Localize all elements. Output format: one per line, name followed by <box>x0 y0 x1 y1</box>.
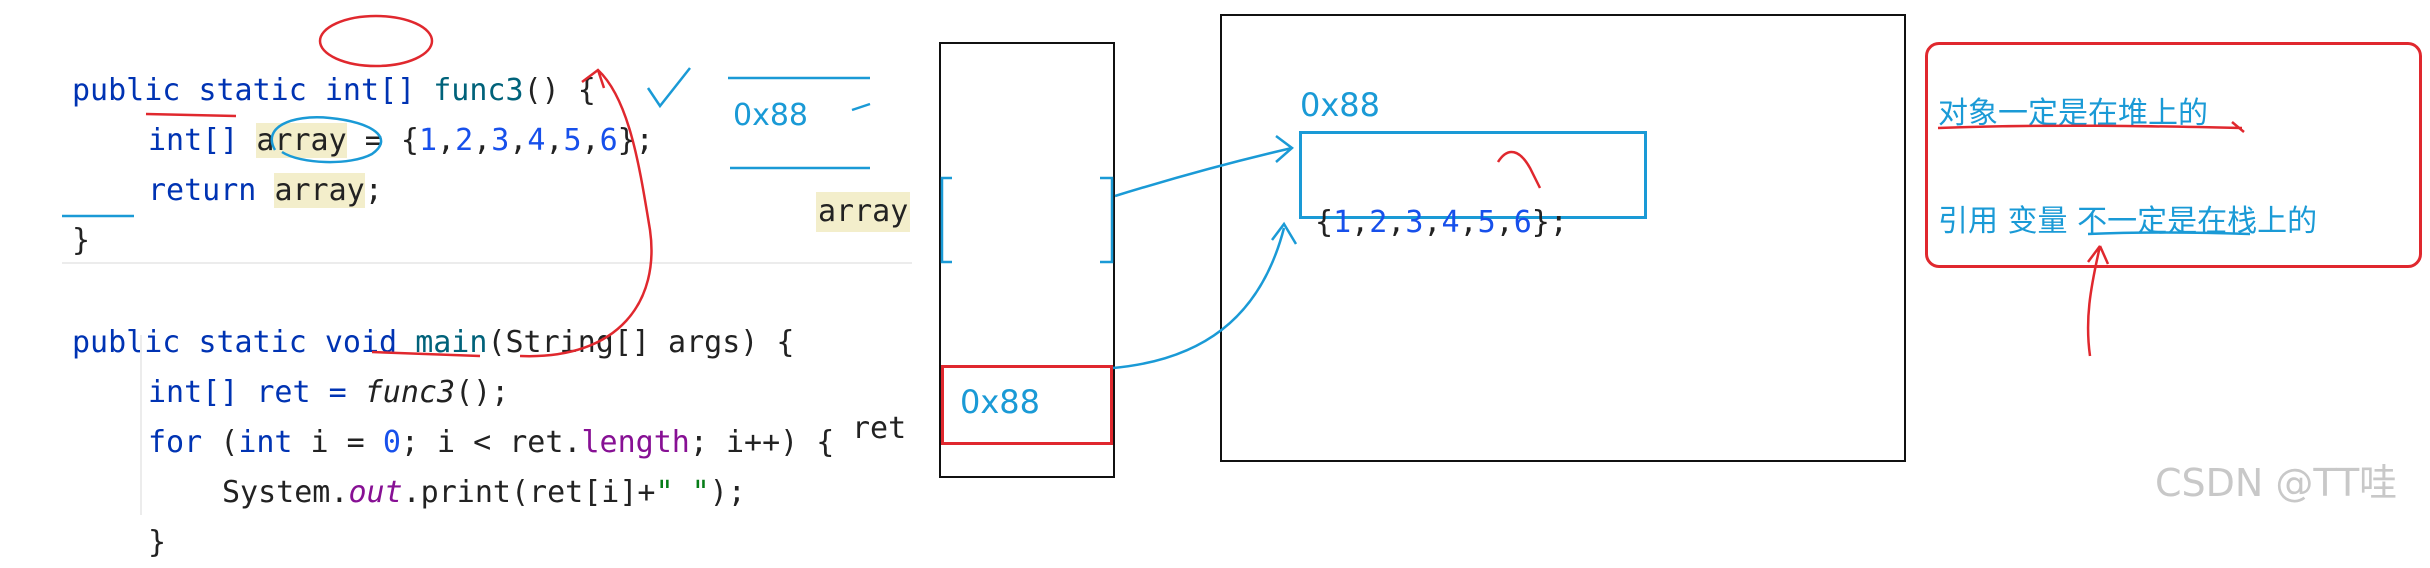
red-underline-func3 <box>371 350 481 358</box>
sys-part: .print(ret[i]+ <box>402 475 656 510</box>
red-return-curve <box>519 68 653 358</box>
blue-bracket-left <box>940 176 952 264</box>
code-for: for (int i = 0; i < ret.length; i++) { <box>148 368 834 468</box>
arr-val: 6 <box>599 123 618 158</box>
watermark: CSDN @TT哇 <box>2155 461 2398 505</box>
notes-box <box>1925 42 2422 268</box>
heap-area <box>1220 14 1906 462</box>
for-part: ; i++) { <box>689 425 835 460</box>
array-type: int[] <box>148 123 239 158</box>
code-return: return array; <box>148 116 383 216</box>
array-label: array <box>816 192 911 232</box>
arr-val: 3 <box>491 123 510 158</box>
addr-label-left: 0x88 <box>733 98 809 133</box>
heap-close: }; <box>1531 205 1568 240</box>
for-zero: 0 <box>382 425 401 460</box>
code-ret-decl: int[] ret = func3(); <box>148 318 509 418</box>
blue-circle-return <box>270 116 383 164</box>
kw-public: public <box>72 73 181 108</box>
code-divider-vert <box>140 335 142 515</box>
blue-arrow-array <box>1114 146 1293 198</box>
main-params: (String[] args) { <box>487 325 795 360</box>
ret-label: ret <box>852 411 907 446</box>
for-part: ; i < ret. <box>400 425 582 460</box>
return-semi: ; <box>364 173 383 208</box>
heap-val: 3 <box>1405 205 1424 240</box>
call-end: (); <box>455 375 510 410</box>
arr-val: 2 <box>455 123 474 158</box>
brace: } <box>72 223 91 258</box>
arr-val: 4 <box>527 123 546 158</box>
red-tick-note1 <box>2231 121 2245 133</box>
arr-val: 5 <box>563 123 582 158</box>
space-string: " " <box>655 475 710 510</box>
kw-public: public <box>72 325 181 360</box>
heap-val: 5 <box>1477 205 1496 240</box>
code-array-decl: int[] array = {1,2,3,4,5,6}; <box>148 123 654 158</box>
kw-return: return <box>148 173 257 208</box>
blue-tick <box>851 102 871 112</box>
brace: } <box>148 525 167 560</box>
code-close-func3: } <box>72 166 90 266</box>
ret-decl: int[] ret = <box>148 375 365 410</box>
return-var: array <box>274 173 365 208</box>
code-divider <box>62 262 912 264</box>
note-ref: 引用 <box>1938 204 1998 239</box>
red-underline-int <box>145 112 237 118</box>
blue-arrowhead-ret <box>1271 221 1298 245</box>
out-field: out <box>348 475 403 510</box>
note-var: 变量 <box>2007 204 2068 239</box>
heap-array-content: {1,2,3,4,5,6}; <box>1315 205 1568 240</box>
stack-addr: 0x88 <box>960 383 1041 421</box>
kw-static: static <box>198 325 307 360</box>
code-func3-signature: public static int[] func3() { <box>72 16 596 116</box>
arr-val: 1 <box>418 123 437 158</box>
heap-val: 4 <box>1441 205 1460 240</box>
code-print: System.out.print(ret[i]+" "); <box>222 418 746 518</box>
sys-part: ); <box>709 475 746 510</box>
length-field: length <box>581 425 690 460</box>
stack-slot-ret <box>941 365 1113 445</box>
blue-check <box>646 67 691 109</box>
heap-object <box>1299 131 1647 219</box>
heap-val: 1 <box>1333 205 1352 240</box>
heap-val: 2 <box>1369 205 1388 240</box>
red-arrow-note2 <box>2086 245 2110 357</box>
blue-arrow-ret <box>1112 227 1286 370</box>
blue-underline-note2 <box>2087 231 2251 236</box>
heap-addr: 0x88 <box>1300 86 1381 124</box>
annotation-layer <box>62 14 2251 370</box>
kw-for: for <box>148 425 203 460</box>
return-type: int[] <box>324 73 416 108</box>
for-part: ( <box>202 425 239 460</box>
heap-val: 6 <box>1513 205 1532 240</box>
red-underline-note1 <box>1937 124 2243 130</box>
blue-bracket-right <box>1100 176 1114 264</box>
blue-arrowhead-array <box>1275 135 1294 163</box>
func3-params: () { <box>523 73 596 108</box>
call-func3: func3 <box>364 375 456 410</box>
red-mark-heap <box>1496 150 1542 189</box>
func3-name: func3 <box>433 73 524 108</box>
kw-void: void <box>324 325 398 360</box>
for-part: i = <box>292 425 383 460</box>
kw-static: static <box>198 73 307 108</box>
red-circle-int <box>318 14 434 68</box>
stack-frame <box>939 42 1115 478</box>
kw-int: int <box>238 425 293 460</box>
heap-open: { <box>1315 205 1334 240</box>
sys-part: System. <box>222 475 349 510</box>
